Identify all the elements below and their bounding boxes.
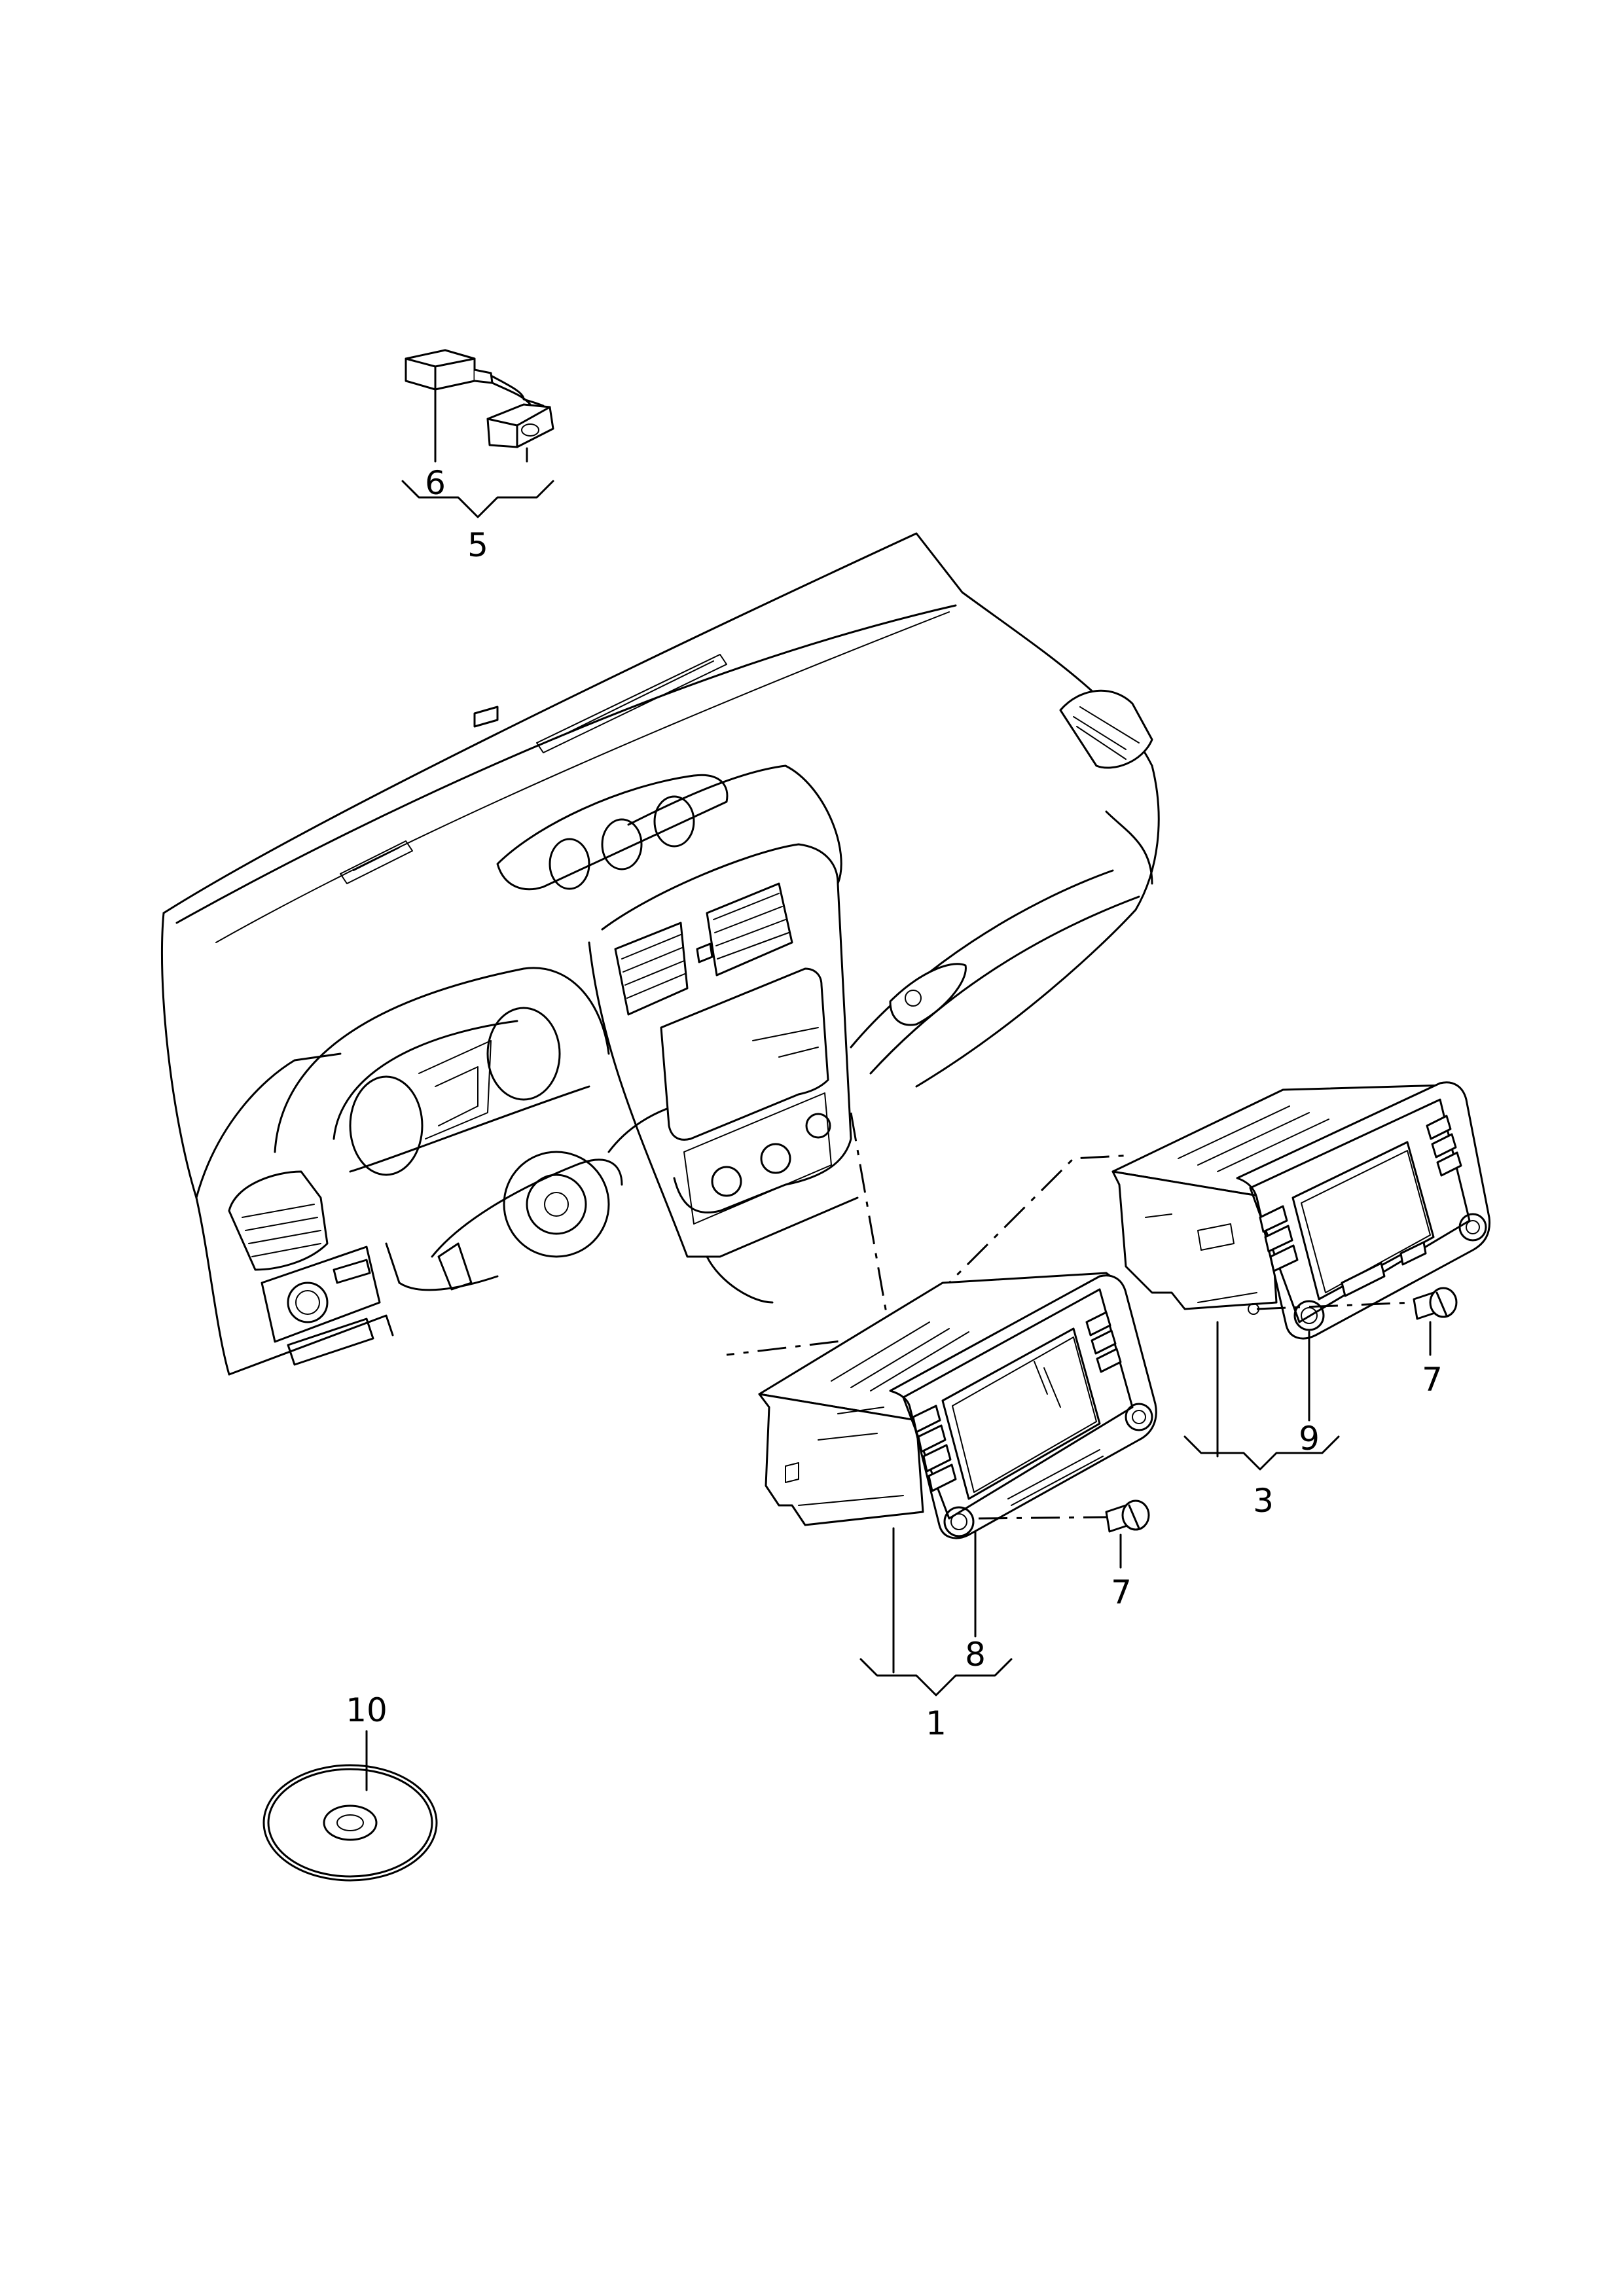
callout-3: 3 [1253, 1482, 1274, 1520]
callout-5: 5 [467, 526, 488, 564]
screw [1105, 1499, 1150, 1569]
dashboard-illustration [160, 532, 1160, 1376]
callout-6: 6 [425, 464, 446, 502]
callout-10: 10 [346, 1691, 388, 1729]
callout-1: 1 [926, 1704, 947, 1742]
callout-9: 9 [1299, 1420, 1320, 1458]
cd-disc [262, 1730, 438, 1882]
screw [1413, 1287, 1458, 1356]
radio-navigation-unit [758, 1272, 1157, 1696]
callout-8: 8 [965, 1636, 986, 1674]
adapter-cable [401, 349, 554, 518]
callout-7b: 7 [1422, 1361, 1443, 1399]
callout-7a: 7 [1111, 1573, 1132, 1611]
radio-navigation-unit [1111, 1081, 1491, 1471]
